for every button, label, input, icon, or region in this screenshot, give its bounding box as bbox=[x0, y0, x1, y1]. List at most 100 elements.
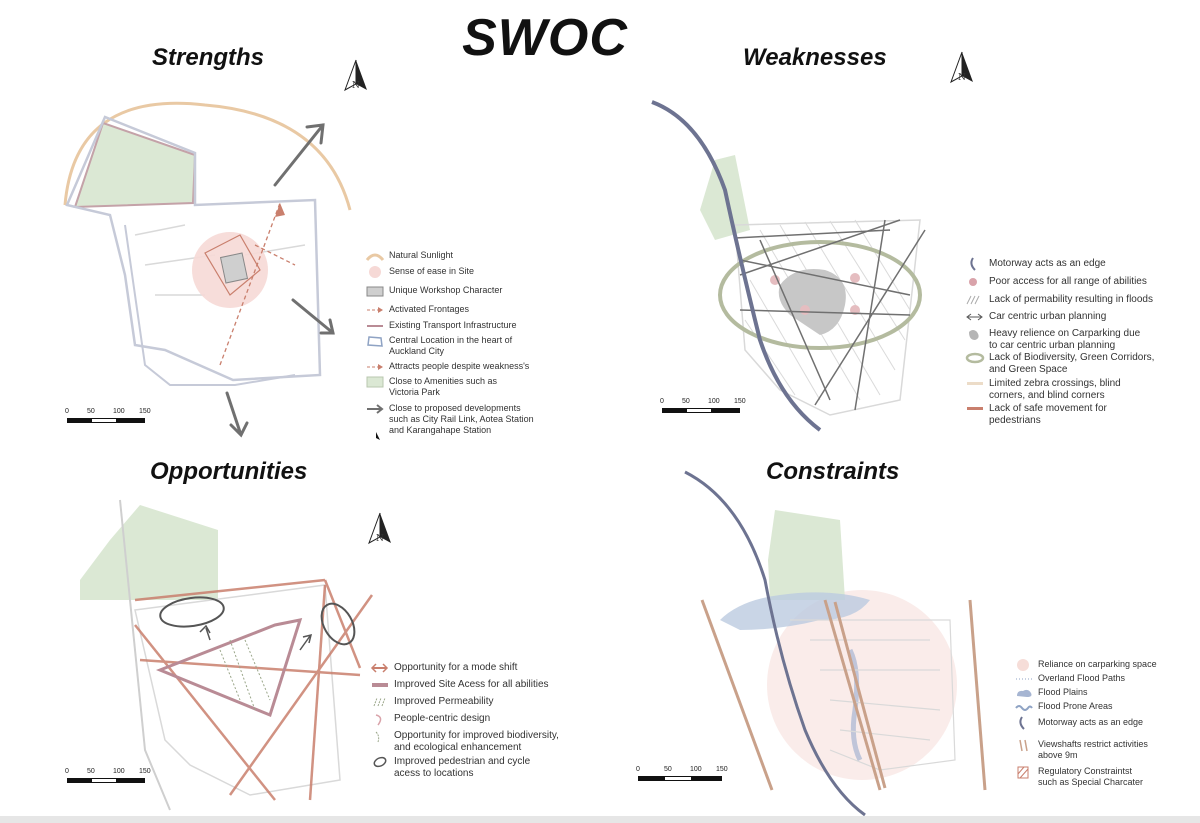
legend-item: Motorway acts as an edge bbox=[1014, 716, 1143, 730]
legend-item: Car centric urban planning bbox=[965, 311, 1106, 323]
viewshaft bbox=[823, 599, 882, 791]
access-ellipse-2 bbox=[320, 602, 356, 646]
legend-item: Lack of Biodiversity, Green Corridors, a… bbox=[965, 352, 1154, 376]
page-title: SWOC bbox=[462, 9, 628, 67]
ellipse-icon bbox=[373, 756, 387, 768]
legend-item: Activated Frontages bbox=[365, 304, 469, 316]
carparking-circle bbox=[767, 590, 957, 780]
legend-item: Opportunity for improved biodiversity, a… bbox=[370, 730, 559, 754]
weaknesses-north-arrow: N bbox=[946, 51, 978, 93]
weaknesses-title: Weaknesses bbox=[743, 44, 887, 71]
arrow-ne bbox=[273, 123, 325, 187]
dashed-arrow-icon bbox=[367, 364, 383, 370]
grey-arrow-icon bbox=[367, 404, 384, 414]
curved-arrow-icon bbox=[375, 714, 382, 726]
legend-item: Natural Sunlight bbox=[365, 250, 453, 262]
sunlight-arc-icon bbox=[365, 253, 385, 261]
sunlight-arc bbox=[63, 101, 352, 211]
legend-item: Improved Permeability bbox=[370, 696, 493, 708]
flood-plains bbox=[720, 592, 870, 630]
dashed-arrow-icon bbox=[367, 307, 383, 313]
legend-item: Unique Workshop Character bbox=[365, 285, 502, 297]
legend-item: Opportunity for a mode shift bbox=[370, 662, 517, 674]
strengths-legend: Natural Sunlight Sense of ease in Site U… bbox=[365, 250, 545, 445]
viewshaft bbox=[833, 601, 887, 789]
strengths-north-arrow: N bbox=[340, 59, 372, 101]
legend-item: Improved Site Acess for all abilities bbox=[370, 679, 549, 691]
weaknesses-legend: Motorway acts as an edge Poor access for… bbox=[965, 257, 1165, 433]
legend-item: Reliance on carparking space bbox=[1014, 659, 1157, 671]
victoria-park bbox=[73, 121, 197, 209]
legend-item: Regulatory Constraintst such as Special … bbox=[1014, 766, 1143, 788]
opportunities-legend: Opportunity for a mode shift Improved Si… bbox=[370, 662, 600, 787]
legend-item: Lack of safe movement for pedestrians bbox=[965, 403, 1107, 427]
legend-item: Existing Transport Infrastructure bbox=[365, 320, 517, 332]
weaknesses-scale-bar: 0 50 100 150 bbox=[660, 398, 750, 416]
legend-item: Limited zebra crossings, blind corners, … bbox=[965, 378, 1121, 402]
north-arrow-icon bbox=[368, 512, 391, 545]
opportunities-map bbox=[80, 499, 374, 811]
viewshaft bbox=[968, 599, 987, 791]
mauve-bar-icon bbox=[372, 683, 388, 687]
hatch-icon bbox=[373, 697, 386, 707]
wave-icon bbox=[1015, 705, 1033, 711]
improved-site-access bbox=[155, 618, 303, 718]
strengths-scale-bar: 0 50 100 150 bbox=[65, 408, 155, 426]
transport-line-icon bbox=[367, 325, 383, 327]
beige-bar-icon bbox=[967, 382, 983, 385]
legend-item: Attracts people despite weakness's bbox=[365, 361, 529, 373]
hatch-icon bbox=[966, 295, 980, 305]
double-arrow-icon bbox=[370, 663, 389, 673]
hatched-box-icon bbox=[1017, 766, 1029, 779]
leaf-arrow-icon bbox=[375, 731, 380, 743]
legend-item: Close to Amenities such as Victoria Park bbox=[365, 376, 497, 398]
green-space bbox=[768, 510, 845, 600]
legend-item: Overland Flood Paths bbox=[1014, 673, 1125, 685]
legend-item: Poor access for all range of abilities bbox=[965, 276, 1147, 288]
biodiversity-ellipse bbox=[718, 240, 922, 350]
constraints-map bbox=[684, 470, 987, 817]
motorway-line-icon bbox=[1019, 716, 1025, 730]
legend-item: Sense of ease in Site bbox=[365, 266, 474, 278]
pink-circle-icon bbox=[1017, 659, 1029, 671]
north-label: N bbox=[352, 81, 360, 91]
legend-item: People-centric design bbox=[370, 713, 490, 726]
opportunities-north-arrow: N bbox=[364, 512, 396, 554]
bottom-border bbox=[0, 816, 1200, 823]
legend-item: Flood Prone Areas bbox=[1014, 701, 1113, 713]
double-arrow-icon bbox=[966, 313, 983, 321]
viewshaft-icon bbox=[1019, 739, 1028, 752]
green-space bbox=[80, 505, 218, 600]
north-arrow-icon bbox=[344, 59, 367, 92]
small-north-icon bbox=[376, 432, 380, 440]
strengths-title: Strengths bbox=[152, 44, 265, 71]
legend-item: Improved pedestrian and cycle acess to l… bbox=[370, 756, 530, 780]
weaknesses-map bbox=[651, 100, 926, 432]
salmon-bar-icon bbox=[967, 407, 983, 410]
strengths-map bbox=[63, 101, 352, 438]
arrow-se bbox=[291, 298, 335, 335]
motorway-line-icon bbox=[970, 257, 976, 271]
constraints-title: Constraints bbox=[766, 458, 900, 485]
legend-item: Flood Plains bbox=[1014, 687, 1088, 699]
constraints-legend: Reliance on carparking space Overland Fl… bbox=[1014, 659, 1189, 794]
legend-item: Lack of permability resulting in floods bbox=[965, 294, 1153, 306]
workshop-box bbox=[219, 252, 249, 284]
central-location-icon bbox=[367, 336, 383, 347]
legend-item: Motorway acts as an edge bbox=[965, 257, 1106, 271]
motorway bbox=[684, 470, 866, 817]
access-ellipse-1 bbox=[159, 596, 225, 628]
workshop-box-icon bbox=[366, 286, 384, 297]
north-label: N bbox=[376, 534, 384, 544]
ease-circle-icon bbox=[369, 266, 381, 278]
carpark-blob-icon bbox=[969, 330, 979, 340]
legend-item: Viewshafts restrict activities above 9m bbox=[1014, 739, 1148, 761]
green-ellipse-icon bbox=[965, 352, 985, 364]
viewshaft bbox=[700, 599, 774, 791]
arrow-s bbox=[225, 391, 249, 438]
opportunities-scale-bar: 0 50 100 150 bbox=[65, 768, 155, 786]
park-box-icon bbox=[366, 376, 384, 388]
dotted-line-icon bbox=[1016, 678, 1032, 680]
carpark-blob bbox=[778, 269, 846, 335]
cloud-icon bbox=[1017, 689, 1032, 697]
